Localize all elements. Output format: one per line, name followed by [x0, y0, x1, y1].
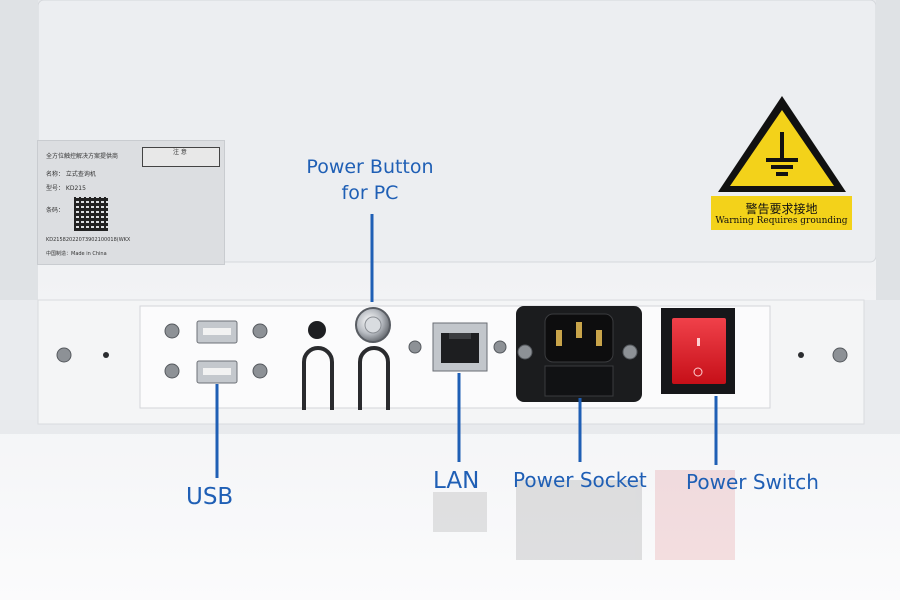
label-header: 全方位触控解决方案提供商: [46, 153, 119, 160]
usb-port-group: [164, 320, 268, 384]
grounding-warning-sign: 警告要求接地 Warning Requires grounding: [707, 82, 857, 250]
fuse-drawer: [544, 365, 614, 397]
power-button-caption-line1: Power Button: [306, 156, 434, 178]
reflections: [433, 470, 735, 560]
label-made-in: 中国制造：Made in China: [46, 251, 107, 257]
warning-banner: 警告要求接地 Warning Requires grounding: [711, 196, 852, 230]
power-socket-caption: Power Socket: [513, 468, 647, 492]
pointer-lines: [215, 214, 718, 478]
power-switch: [672, 318, 726, 384]
label-notice-title: 注 意: [173, 149, 187, 156]
reset-knob: [308, 321, 326, 339]
label-name-line: 名称： 立式查询机: [46, 171, 96, 178]
qr-code-icon: [74, 197, 108, 231]
left-screw: [56, 347, 72, 363]
right-hole: [798, 352, 804, 358]
label-model-line: 型号： KD215: [46, 185, 86, 192]
label-serial-label: 条码：: [46, 207, 65, 214]
power-switch-caption: Power Switch: [686, 470, 819, 494]
label-notice-box: 注 意: [142, 147, 220, 167]
label-serial-number: KD21582022073902100018(WKX: [46, 237, 131, 243]
power-button-caption-line2: for PC: [341, 182, 399, 204]
right-screw: [832, 347, 848, 363]
warning-english-text: Warning Requires grounding: [715, 216, 848, 226]
reflective-surface: [0, 420, 900, 600]
cable-clip-right: [358, 346, 390, 410]
warning-chinese-text: 警告要求接地: [745, 202, 818, 216]
lan-caption: LAN: [433, 468, 480, 494]
product-label-sticker: 全方位触控解决方案提供商 注 意 名称： 立式查询机 型号： KD215 条码：…: [37, 140, 225, 265]
cable-clip-left: [302, 346, 334, 410]
power-button-caption: Power Button for PC: [296, 154, 444, 206]
left-hole: [103, 352, 109, 358]
usb-caption: USB: [186, 484, 234, 510]
